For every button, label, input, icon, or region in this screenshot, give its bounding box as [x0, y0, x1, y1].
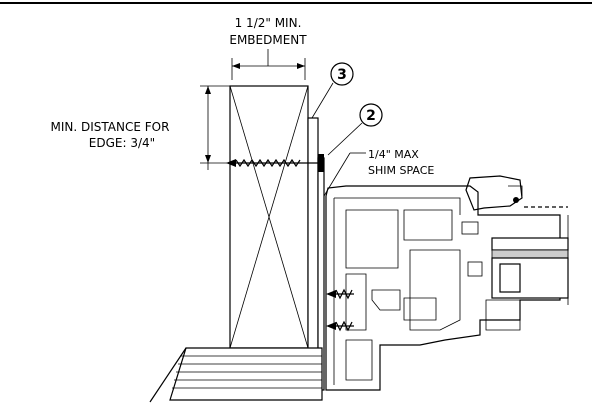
callout-3-text: 3	[337, 67, 347, 83]
shim-space-label-line2: SHIM SPACE	[368, 164, 434, 177]
edge-distance-label-line2: EDGE: 3/4"	[89, 136, 155, 150]
shim-leader	[323, 152, 366, 197]
callout-3: 3	[311, 62, 354, 119]
embedment-dimension	[231, 58, 306, 80]
embedment-label-line2: EMBEDMENT	[229, 33, 307, 47]
callout-2-text: 2	[366, 108, 376, 124]
sill-hatching	[149, 347, 323, 403]
wood-framing-block	[229, 85, 309, 349]
callout-2: 2	[327, 103, 383, 156]
edge-distance-dimension	[200, 85, 232, 170]
fastener-screw	[226, 154, 324, 172]
edge-distance-label-line1: MIN. DISTANCE FOR	[51, 120, 170, 134]
window-frame-profile	[325, 175, 569, 391]
shim-space-label-line1: 1/4" MAX	[368, 148, 419, 161]
embedment-label-line1: 1 1/2" MIN.	[235, 16, 302, 30]
frame-fastener-arrows	[326, 288, 354, 332]
